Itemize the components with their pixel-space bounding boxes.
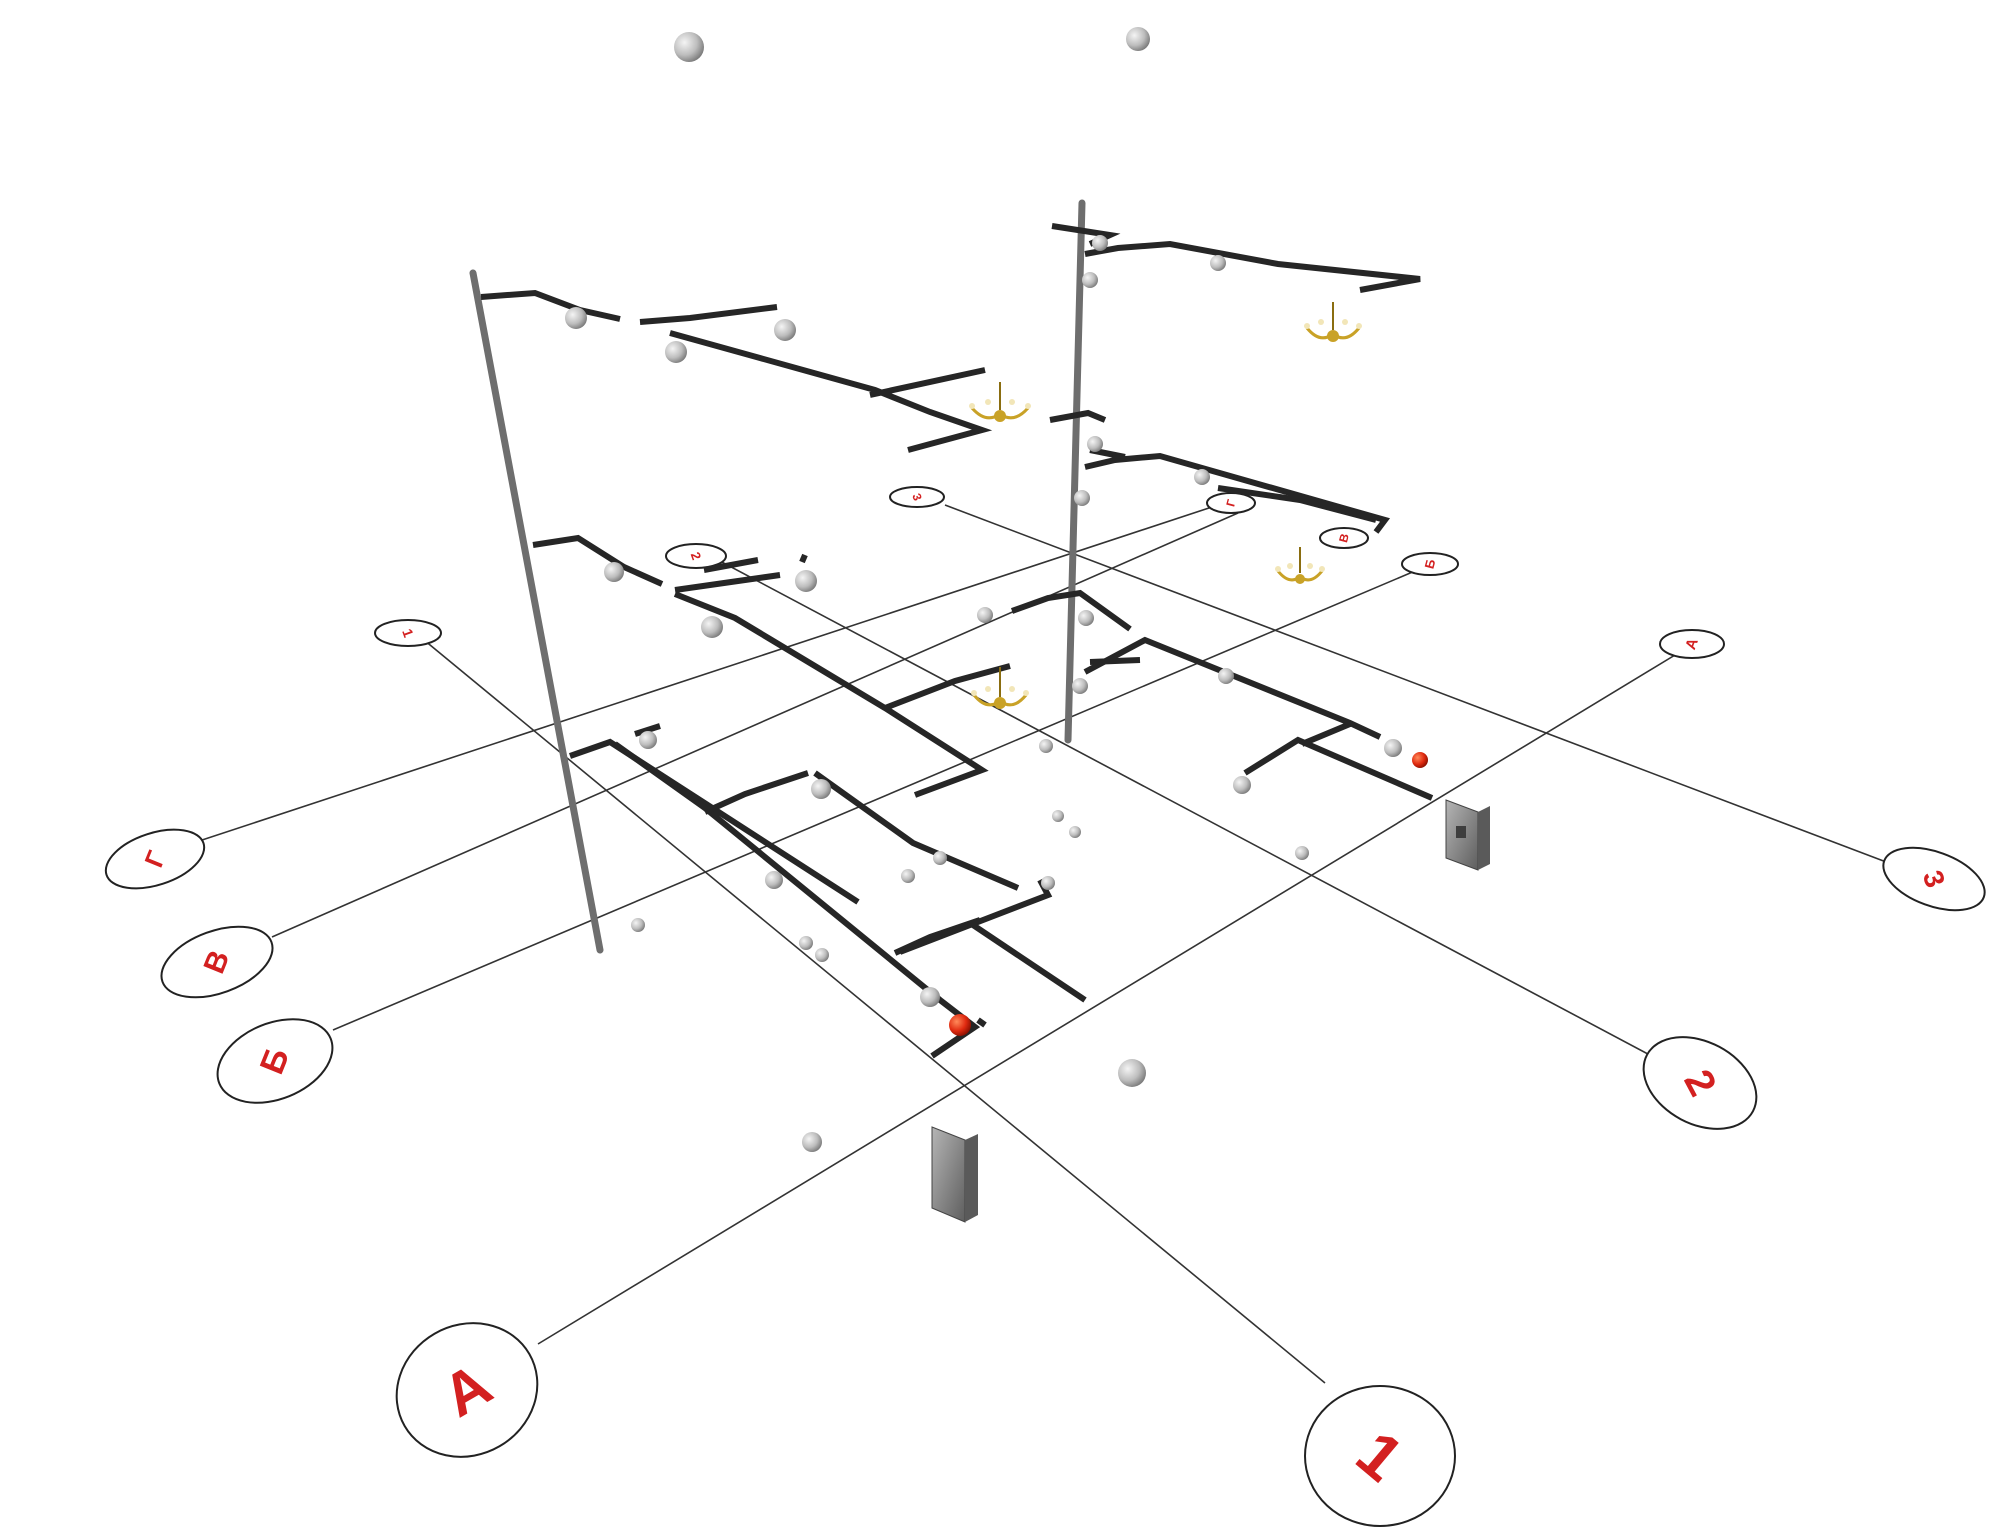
riser-pipe-icon [469,269,604,954]
ceiling-light-icon [1052,810,1064,822]
chandelier-icon [971,667,1029,709]
axis-line-v [271,512,1239,938]
alarm-icon [949,1014,971,1036]
axis-bubble-v-far: В [1319,527,1369,549]
alarm-icon [1412,752,1428,768]
axis-label-v-far: В [1336,532,1352,544]
alarms [949,752,1428,1036]
grid-axes [195,504,1903,1384]
axis-bubble-1-far: 1 [374,619,442,647]
wiring-ground-floor [569,589,1434,1059]
ceiling-lights [565,27,1402,1152]
axis-label-g-far: Г [1223,498,1238,508]
axis-bubble-g-far: Г [1206,492,1256,514]
axis-bubble-a-far: А [1659,629,1725,659]
distribution-boards [931,799,1490,1223]
axis-label-2-far: 2 [688,550,705,562]
ceiling-light-icon [1069,826,1081,838]
ceiling-light-icon [1126,27,1150,51]
axis-label-3-far: 3 [909,491,925,502]
distribution-board-icon [1445,799,1490,871]
ceiling-light-icon [901,869,915,883]
axis-bubble-1: 1 [1304,1385,1456,1527]
axis-bubble-a: А [395,1322,539,1458]
axis-bubble-b-far: Б [1401,552,1459,576]
ceiling-light-icon [639,731,657,749]
axis-label-b-far: Б [1422,558,1439,571]
axis-line-2 [717,559,1664,1063]
axis-line-3 [944,504,1903,869]
chandeliers [969,302,1362,709]
ceiling-light-icon [565,307,587,329]
ceiling-light-icon [1092,235,1108,251]
ceiling-light-icon [665,341,687,363]
axis-bubble-3: 3 [1882,846,1986,912]
ceiling-light-icon [1074,490,1090,506]
ceiling-light-icon [604,562,624,582]
ceiling-light-icon [1039,739,1053,753]
ceiling-light-icon [631,918,645,932]
wiring [480,223,1434,1059]
chandelier-icon [1275,547,1325,584]
chandelier-icon [1304,302,1362,342]
ceiling-light-icon [977,607,993,623]
ceiling-light-icon [815,948,829,962]
ceiling-light-icon [802,1132,822,1152]
chandelier-icon [969,382,1031,422]
ceiling-light-icon [1233,776,1251,794]
ceiling-light-icon [1082,272,1098,288]
ceiling-light-icon [1072,678,1088,694]
ceiling-light-icon [795,570,817,592]
ceiling-light-icon [1218,668,1234,684]
risers [469,199,1086,954]
ceiling-light-icon [774,319,796,341]
ceiling-light-icon [1078,610,1094,626]
ceiling-light-icon [799,936,813,950]
ceiling-light-icon [811,779,831,799]
wiring-second-floor [480,223,1421,453]
axis-line-g [195,504,1219,843]
grid-bubbles: А 1 Б В Г 2 3 А [104,486,1986,1527]
axis-bubble-3-far: 3 [889,486,945,508]
riser-pipe-icon [1064,199,1086,744]
ceiling-light-icon [920,987,940,1007]
axis-bubble-v: В [160,925,274,999]
ceiling-light-icon [1210,255,1226,271]
ceiling-light-icon [933,851,947,865]
ceiling-light-icon [1041,876,1055,890]
ceiling-light-icon [765,871,783,889]
ceiling-light-icon [1194,469,1210,485]
ceiling-light-icon [1087,436,1103,452]
ceiling-light-icon [701,616,723,638]
ceiling-light-icon [1384,739,1402,757]
ceiling-light-icon [1118,1059,1146,1087]
axis-bubble-2-far: 2 [665,543,727,569]
wiring-first-floor [532,409,1391,798]
axis-bubble-2: 2 [1642,1036,1758,1130]
ceiling-light-icon [1295,846,1309,860]
axis-bubble-b: Б [216,1018,334,1104]
axis-bubble-g: Г [104,828,206,890]
axis-line-a [537,651,1681,1345]
distribution-board-icon [931,1126,978,1223]
ceiling-light-icon [674,32,704,62]
axis-line-1 [423,639,1326,1384]
axis-line-b [332,567,1423,1031]
